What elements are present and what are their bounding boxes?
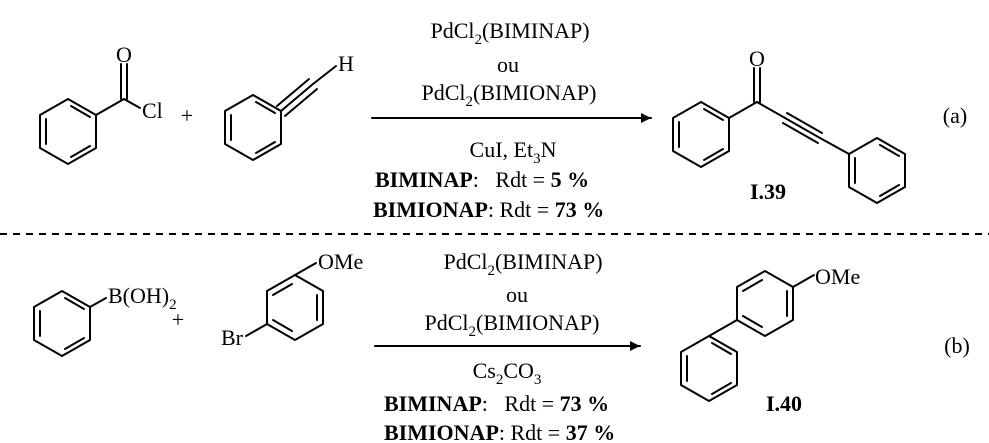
product-I39: O I.39: [672, 46, 906, 204]
catalyst-label-a2: PdCl2(BIMIONAP): [422, 80, 597, 110]
catalyst-label-b2: PdCl2(BIMIONAP): [425, 310, 600, 340]
yield-label-a1: BIMINAP: Rdt = 5 %: [375, 167, 589, 192]
or-label-a: ou: [497, 52, 519, 77]
reaction-tag-b: (b): [944, 333, 970, 358]
chlorine-label: Cl: [142, 98, 163, 123]
methoxy-label: OMe: [318, 249, 363, 274]
product-methoxy-label: OMe: [815, 264, 860, 289]
oxygen-label: O: [116, 42, 132, 67]
reaction-tag-a: (a): [943, 103, 967, 128]
or-label-b: ou: [506, 282, 528, 307]
product-label-I39: I.39: [750, 179, 786, 204]
boronic-acid-label: B(OH)2: [108, 283, 177, 313]
catalyst-label-a1: PdCl2(BIMINAP): [430, 18, 589, 48]
product-label-I40: I.40: [766, 391, 802, 416]
yield-label-b2: BIMIONAP: Rdt = 37 %: [384, 420, 615, 443]
benzoyl-chloride: O Cl: [39, 42, 163, 165]
phenylboronic-acid: B(OH)2: [33, 283, 177, 357]
plus-sign-b: +: [172, 307, 184, 332]
plus-sign: +: [181, 103, 193, 128]
hydrogen-label: H: [338, 51, 354, 76]
product-oxygen-label: O: [749, 46, 765, 71]
conditions-label-a: CuI, Et3N: [470, 137, 557, 167]
product-I40: OMe I.40: [680, 264, 860, 416]
conditions-label-b: Cs2CO3: [473, 358, 542, 388]
bromine-label: Br: [221, 325, 244, 350]
4-bromoanisole: OMe Br: [221, 249, 363, 350]
phenylacetylene: H: [224, 51, 354, 161]
yield-label-b1: BIMINAP: Rdt = 73 %: [384, 391, 609, 416]
yield-label-a2: BIMIONAP: Rdt = 73 %: [373, 197, 604, 222]
catalyst-label-b1: PdCl2(BIMINAP): [443, 249, 602, 279]
